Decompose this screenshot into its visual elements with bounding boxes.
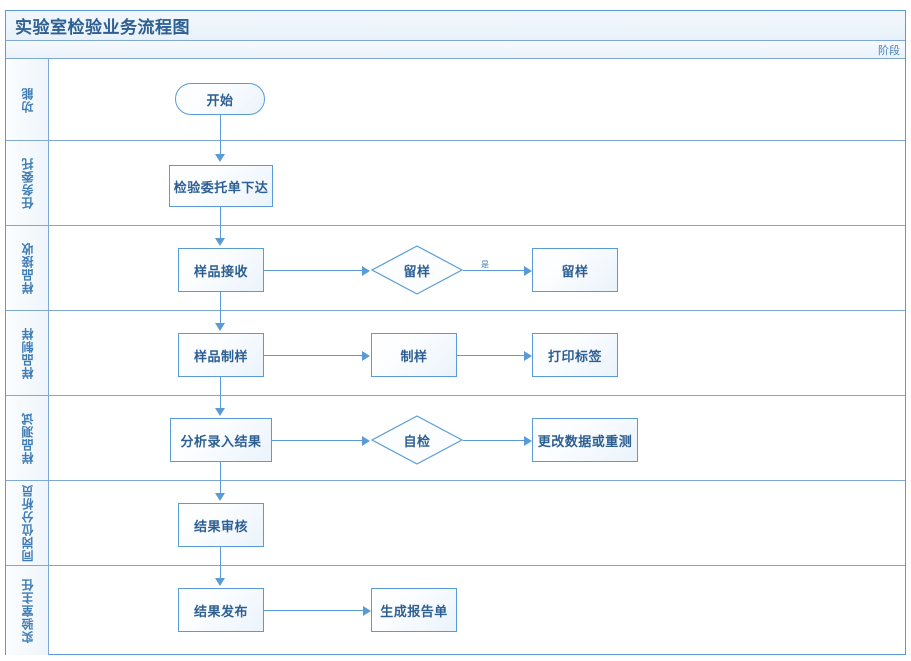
swimlane-body-director: 结果发布 生成报告单 bbox=[50, 566, 905, 655]
swimlane-test: 样品测试 分析录入结果 自检 更改 bbox=[6, 396, 905, 481]
node-make-report-label: 生成报告单 bbox=[380, 604, 448, 620]
swimlane-header-test: 样品测试 bbox=[6, 396, 49, 480]
swimlane-body-receive: 样品接收 留样 是 留样 bbox=[50, 226, 905, 311]
swimlane-task: 任务委托 检验委托单下达 bbox=[6, 141, 905, 226]
connector-into-receive bbox=[220, 226, 221, 239]
arrowhead-to-retain bbox=[524, 266, 532, 276]
connector-into-prepare bbox=[220, 311, 221, 324]
connector-task-to-receive bbox=[220, 207, 221, 226]
node-print-label[interactable]: 打印标签 bbox=[532, 333, 618, 377]
swimlane-body-prepare: 样品制样 制样 打印标签 bbox=[50, 311, 905, 396]
page-title: 实验室检验业务流程图 bbox=[15, 18, 190, 38]
swimlane-label-analyst: 同岗位分析员 bbox=[20, 484, 35, 562]
diagram-title-bar: 实验室检验业务流程图 bbox=[6, 11, 905, 41]
node-retain-do[interactable]: 留样 bbox=[532, 248, 618, 292]
node-self-check-label: 自检 bbox=[403, 434, 431, 450]
node-make-report[interactable]: 生成报告单 bbox=[371, 588, 457, 632]
node-sample-receive[interactable]: 样品接收 bbox=[178, 248, 264, 292]
node-prepare-do-label: 制样 bbox=[400, 349, 428, 365]
connector-preparedo-to-printlabel bbox=[457, 355, 526, 356]
node-print-label-label: 打印标签 bbox=[547, 349, 602, 365]
swimlane-receive: 样品接收 样品接收 留样 bbox=[6, 226, 905, 311]
connector-receive-to-retaincheck bbox=[264, 270, 364, 271]
swimlane-header-director: 实验室主任 bbox=[6, 566, 49, 655]
arrowhead-to-retaincheck bbox=[362, 266, 370, 276]
diamond-shape-icon bbox=[371, 415, 463, 465]
node-result-publish[interactable]: 结果发布 bbox=[178, 588, 264, 632]
connector-publish-to-report bbox=[264, 610, 365, 611]
node-sample-prepare[interactable]: 样品制样 bbox=[178, 333, 264, 377]
connector-analyze-to-selfcheck bbox=[272, 440, 364, 441]
connector-start-to-task bbox=[220, 115, 221, 141]
stage-header-bar: 阶段 bbox=[6, 41, 905, 59]
connector-receive-to-prepare bbox=[220, 292, 221, 311]
connector-into-task bbox=[220, 141, 221, 155]
arrowhead-into-test bbox=[215, 408, 225, 416]
arrowhead-into-analyst bbox=[215, 493, 225, 501]
node-sample-receive-label: 样品接收 bbox=[193, 264, 248, 280]
swimlane-header-function: 功能 bbox=[6, 59, 49, 140]
swimlane-label-prepare: 样品制样 bbox=[20, 327, 35, 379]
swimlane-function: 功能 开始 bbox=[6, 59, 905, 141]
swimlane-header-analyst: 同岗位分析员 bbox=[6, 481, 49, 565]
connector-prepare-to-test bbox=[220, 377, 221, 396]
node-task-order-label: 检验委托单下达 bbox=[173, 180, 269, 196]
arrowhead-to-selfcheck bbox=[362, 436, 370, 446]
diagram-outer-frame bbox=[5, 10, 906, 655]
arrowhead-into-director bbox=[215, 578, 225, 586]
node-analyze-entry-label: 分析录入结果 bbox=[180, 434, 262, 450]
swimlane-header-receive: 样品接收 bbox=[6, 226, 49, 310]
arrowhead-to-report bbox=[363, 606, 371, 616]
edge-label-retain-yes: 是 bbox=[481, 260, 489, 269]
swimlane-label-director: 实验室主任 bbox=[20, 578, 35, 643]
arrowhead-into-task bbox=[215, 154, 225, 162]
node-retain-do-label: 留样 bbox=[561, 264, 589, 280]
swimlane-body-function: 开始 bbox=[50, 59, 905, 141]
connector-prepare-to-preparedo bbox=[264, 355, 364, 356]
node-self-check-decision[interactable]: 自检 bbox=[371, 415, 463, 465]
arrowhead-to-modify bbox=[524, 436, 532, 446]
diamond-shape-icon bbox=[371, 245, 463, 295]
arrowhead-to-printlabel bbox=[524, 351, 532, 361]
swimlane-body-task: 检验委托单下达 bbox=[50, 141, 905, 226]
node-result-review[interactable]: 结果审核 bbox=[178, 503, 264, 547]
node-result-publish-label: 结果发布 bbox=[193, 604, 248, 620]
connector-selfcheck-to-modify bbox=[463, 440, 526, 441]
connector-into-test bbox=[220, 396, 221, 409]
node-modify-retest[interactable]: 更改数据或重测 bbox=[532, 418, 638, 462]
node-retain-decision[interactable]: 留样 bbox=[371, 245, 463, 295]
swimlane-analyst: 同岗位分析员 结果审核 bbox=[6, 481, 905, 566]
swimlane-header-task: 任务委托 bbox=[6, 141, 49, 225]
node-prepare-do[interactable]: 制样 bbox=[371, 333, 457, 377]
node-start-label: 开始 bbox=[206, 93, 234, 109]
swimlane-body-analyst: 结果审核 bbox=[50, 481, 905, 566]
swimlane-label-function: 功能 bbox=[20, 86, 35, 113]
node-start[interactable]: 开始 bbox=[175, 83, 265, 115]
swimlane-label-task: 任务委托 bbox=[20, 157, 35, 209]
node-sample-prepare-label: 样品制样 bbox=[193, 349, 248, 365]
connector-test-to-analyst bbox=[220, 462, 221, 481]
connector-retaincheck-to-retain bbox=[463, 270, 526, 271]
arrowhead-to-preparedo bbox=[362, 351, 370, 361]
swimlane-prepare: 样品制样 样品制样 制样 打印标签 bbox=[6, 311, 905, 396]
swimlane-label-test: 样品测试 bbox=[20, 412, 35, 464]
swimlane-body-test: 分析录入结果 自检 更改数据或重测 bbox=[50, 396, 905, 481]
swimlane-grid: 功能 开始 任务委托 检验委托单下达 bbox=[6, 59, 905, 655]
stage-header-label: 阶段 bbox=[878, 43, 900, 57]
swimlane-director: 实验室主任 结果发布 生成报告单 bbox=[6, 566, 905, 655]
connector-analyst-to-director bbox=[220, 547, 221, 566]
connector-into-director bbox=[220, 566, 221, 579]
arrowhead-into-prepare bbox=[215, 323, 225, 331]
connector-into-analyst bbox=[220, 481, 221, 494]
node-retain-decision-label: 留样 bbox=[403, 264, 431, 280]
node-analyze-entry[interactable]: 分析录入结果 bbox=[170, 418, 272, 462]
swimlane-header-prepare: 样品制样 bbox=[6, 311, 49, 395]
node-result-review-label: 结果审核 bbox=[193, 519, 248, 535]
arrowhead-into-receive bbox=[215, 238, 225, 246]
swimlane-label-receive: 样品接收 bbox=[20, 242, 35, 294]
node-modify-retest-label: 更改数据或重测 bbox=[537, 434, 633, 450]
node-task-order[interactable]: 检验委托单下达 bbox=[169, 165, 273, 207]
